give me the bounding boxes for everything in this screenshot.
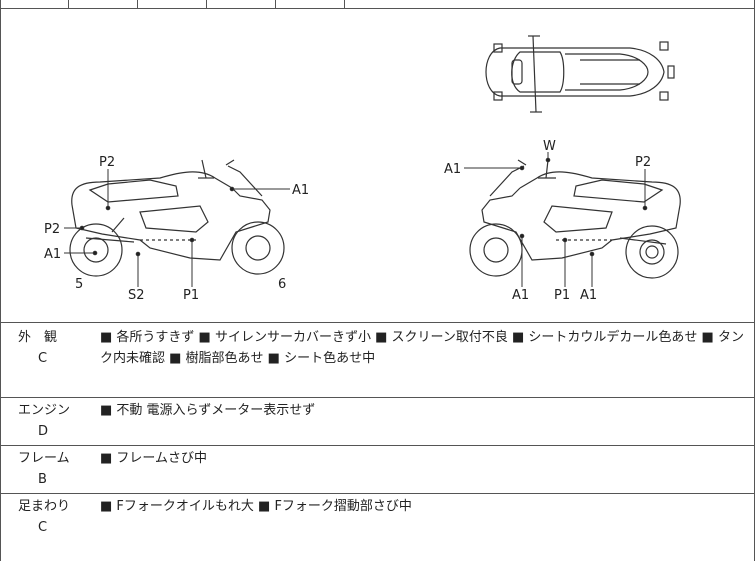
top-cell-divider: [344, 0, 345, 8]
scooter-left-side-view: [69, 159, 285, 277]
label-right-p1: P1: [554, 288, 570, 303]
label-right-a1-bottom-1: A1: [512, 288, 529, 303]
label-right-w: W: [543, 139, 556, 154]
row-text-engine: ■ 不動 電源入らずメーター表示せず: [100, 403, 316, 418]
top-cell-divider: [275, 0, 276, 8]
row-text-suspension: ■ Fフォークオイルもれ大 ■ Fフォーク摺動部さび中: [100, 499, 412, 514]
label-left-6: 6: [278, 277, 286, 292]
top-cell-divider: [206, 0, 207, 8]
row-grade-suspension: C: [38, 520, 48, 535]
top-cell-divider: [68, 0, 69, 8]
row-label-exterior: 外 観: [18, 330, 58, 345]
top-cell-divider: [137, 0, 138, 8]
label-right-a1-bottom-2: A1: [580, 288, 597, 303]
row-grade-exterior: C: [38, 351, 48, 366]
scooter-top-view: [485, 35, 675, 113]
label-right-a1-left: A1: [444, 162, 461, 177]
row-divider: [0, 493, 755, 494]
row-label-suspension: 足まわり: [18, 499, 71, 514]
top-border: [0, 8, 755, 9]
label-left-a1-right: A1: [292, 183, 309, 198]
row-divider: [0, 322, 755, 323]
label-left-5: 5: [75, 277, 83, 292]
right-markers: [464, 152, 648, 287]
row-label-frame: フレーム: [18, 451, 70, 466]
row-grade-frame: B: [38, 472, 47, 487]
label-left-a1-side: A1: [44, 247, 61, 262]
label-left-s2: S2: [128, 288, 145, 303]
left-border: [0, 0, 1, 561]
label-left-p2-top: P2: [99, 155, 115, 170]
scooter-right-side-view: [469, 159, 681, 279]
row-text-exterior: ■ 各所うすきず ■ サイレンサーカバーきず小 ■ スクリーン取付不良 ■ シー…: [100, 330, 744, 366]
row-text-frame: ■ フレームさび中: [100, 451, 208, 466]
row-grade-engine: D: [38, 424, 49, 439]
motorcycle-damage-diagram: P2 P2 A1 A1 5 S2 P1 6 A1 W P2 A1 P1 A1: [44, 35, 681, 303]
label-left-p2-side: P2: [44, 222, 60, 237]
row-label-engine: エンジン: [18, 403, 71, 418]
label-right-p2: P2: [635, 155, 651, 170]
left-markers: [64, 169, 290, 287]
row-divider: [0, 397, 755, 398]
label-left-p1: P1: [183, 288, 199, 303]
row-divider: [0, 445, 755, 446]
